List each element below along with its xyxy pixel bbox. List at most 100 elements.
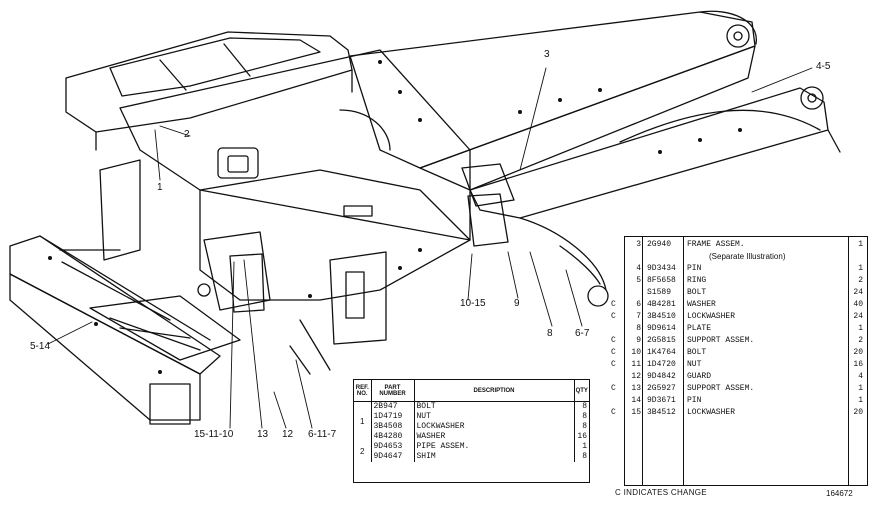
part-qty: 1 <box>858 324 863 333</box>
change-note: C INDICATES CHANGE <box>615 488 707 497</box>
parts-table-large: 3 2G940 FRAME ASSEM. 1 (Separate Illustratio… <box>611 236 868 486</box>
callout-10-15: 10-15 <box>460 298 486 309</box>
part-description: WASHER <box>414 432 575 442</box>
table-row: 3 2G940 FRAME ASSEM. 1 <box>625 239 867 251</box>
part-number: 4B4280 <box>371 432 415 442</box>
callout-8: 8 <box>547 328 553 339</box>
part-description: PIN <box>687 264 702 273</box>
change-flag: C <box>611 384 616 393</box>
part-number: 1K4764 <box>647 348 676 357</box>
part-qty: 8 <box>582 452 587 461</box>
part-qty: 1 <box>858 396 863 405</box>
group-ref-2: 2 <box>354 442 372 462</box>
column-divider <box>683 237 684 485</box>
part-description: LOCKWASHER <box>687 408 736 417</box>
change-flag: C <box>611 348 616 357</box>
header-description: DESCRIPTION <box>414 380 575 402</box>
part-qty: 20 <box>853 348 863 357</box>
part-description: GUARD <box>687 372 712 381</box>
part-number: 9D4647 <box>371 452 415 462</box>
part-number: 3B4512 <box>647 408 676 417</box>
callout-12: 12 <box>282 429 294 440</box>
part-qty: 1 <box>858 240 863 249</box>
ref-number: 8 <box>636 324 641 333</box>
ref-number: 5 <box>636 276 641 285</box>
table-row: 8 9D9614 PLATE 1 <box>625 323 867 335</box>
ref-number: 7 <box>636 312 641 321</box>
part-qty: 8 <box>582 402 587 411</box>
part-number: 9D9614 <box>647 324 676 333</box>
part-description: WASHER <box>687 300 716 309</box>
header-qty: QTY <box>574 380 589 402</box>
support-brackets <box>59 159 387 375</box>
ref-number: 15 <box>631 408 641 417</box>
part-number: 2B947 <box>371 401 415 412</box>
part-description: FRAME ASSEM. <box>687 240 745 249</box>
change-flag: C <box>611 336 616 345</box>
bolt-holes <box>48 60 742 374</box>
ref-number: 10 <box>631 348 641 357</box>
part-qty: 1 <box>858 384 863 393</box>
ref-number: 14 <box>631 396 641 405</box>
table-row: 1 2B947 BOLT 8 <box>354 401 589 442</box>
column-divider <box>642 237 643 485</box>
part-description: PLATE <box>687 324 712 333</box>
part-number: 2G940 <box>647 240 672 249</box>
part-qty: 8 <box>582 412 587 421</box>
ref-number: 9 <box>636 336 641 345</box>
table-row: 9D4647 SHIM 8 <box>354 452 589 462</box>
table-row: 4 9D3434 PIN 1 <box>625 263 867 275</box>
table-row: 3B4508 LOCKWASHER 8 <box>354 422 589 432</box>
part-description: RING <box>687 276 707 285</box>
part-description: (Separate Illustration) <box>709 252 786 261</box>
table-row: (Separate Illustration) <box>625 251 867 263</box>
part-qty: 20 <box>853 408 863 417</box>
part-number: 9D4653 <box>371 442 415 452</box>
table-header-row: REF. NO. PART NUMBER DESCRIPTION QTY <box>354 380 589 402</box>
callout-4-5: 4-5 <box>816 61 831 72</box>
group-ref-1: 1 <box>354 401 372 442</box>
part-description: BOLT <box>687 288 707 297</box>
change-flag: C <box>611 300 616 309</box>
ref-number: 4 <box>636 264 641 273</box>
part-description: NUT <box>414 412 575 422</box>
callout-9: 9 <box>514 298 520 309</box>
ref-number: 13 <box>631 384 641 393</box>
callout-6-11-7: 6-11-7 <box>308 429 337 440</box>
ref-number: 3 <box>636 240 641 249</box>
change-flag: C <box>611 408 616 417</box>
ref-number: 6 <box>636 300 641 309</box>
part-description: NUT <box>687 360 702 369</box>
part-number: 2G5815 <box>647 336 676 345</box>
part-description: SUPPORT ASSEM. <box>687 384 755 393</box>
change-flag: C <box>611 360 616 369</box>
callout-3: 3 <box>544 49 550 60</box>
figure-id: 164672 <box>826 489 853 498</box>
front-bumper <box>9 235 241 425</box>
central-frame <box>119 49 515 301</box>
callout-6-7: 6-7 <box>575 328 590 339</box>
part-number: 9D3671 <box>647 396 676 405</box>
callout-5-14: 5-14 <box>30 341 51 352</box>
callout-1: 1 <box>157 182 163 193</box>
part-number: 9D3434 <box>647 264 676 273</box>
part-qty: 24 <box>853 312 863 321</box>
part-qty: 8 <box>582 422 587 431</box>
part-number: 3B4508 <box>371 422 415 432</box>
column-divider <box>848 237 849 485</box>
part-qty: 1 <box>858 264 863 273</box>
part-qty: 16 <box>853 360 863 369</box>
part-qty: 4 <box>858 372 863 381</box>
part-qty: 40 <box>853 300 863 309</box>
part-description: PIPE ASSEM. <box>414 442 575 452</box>
part-description: BOLT <box>414 401 575 412</box>
table-row: C 15 3B4512 LOCKWASHER 20 <box>611 407 867 419</box>
